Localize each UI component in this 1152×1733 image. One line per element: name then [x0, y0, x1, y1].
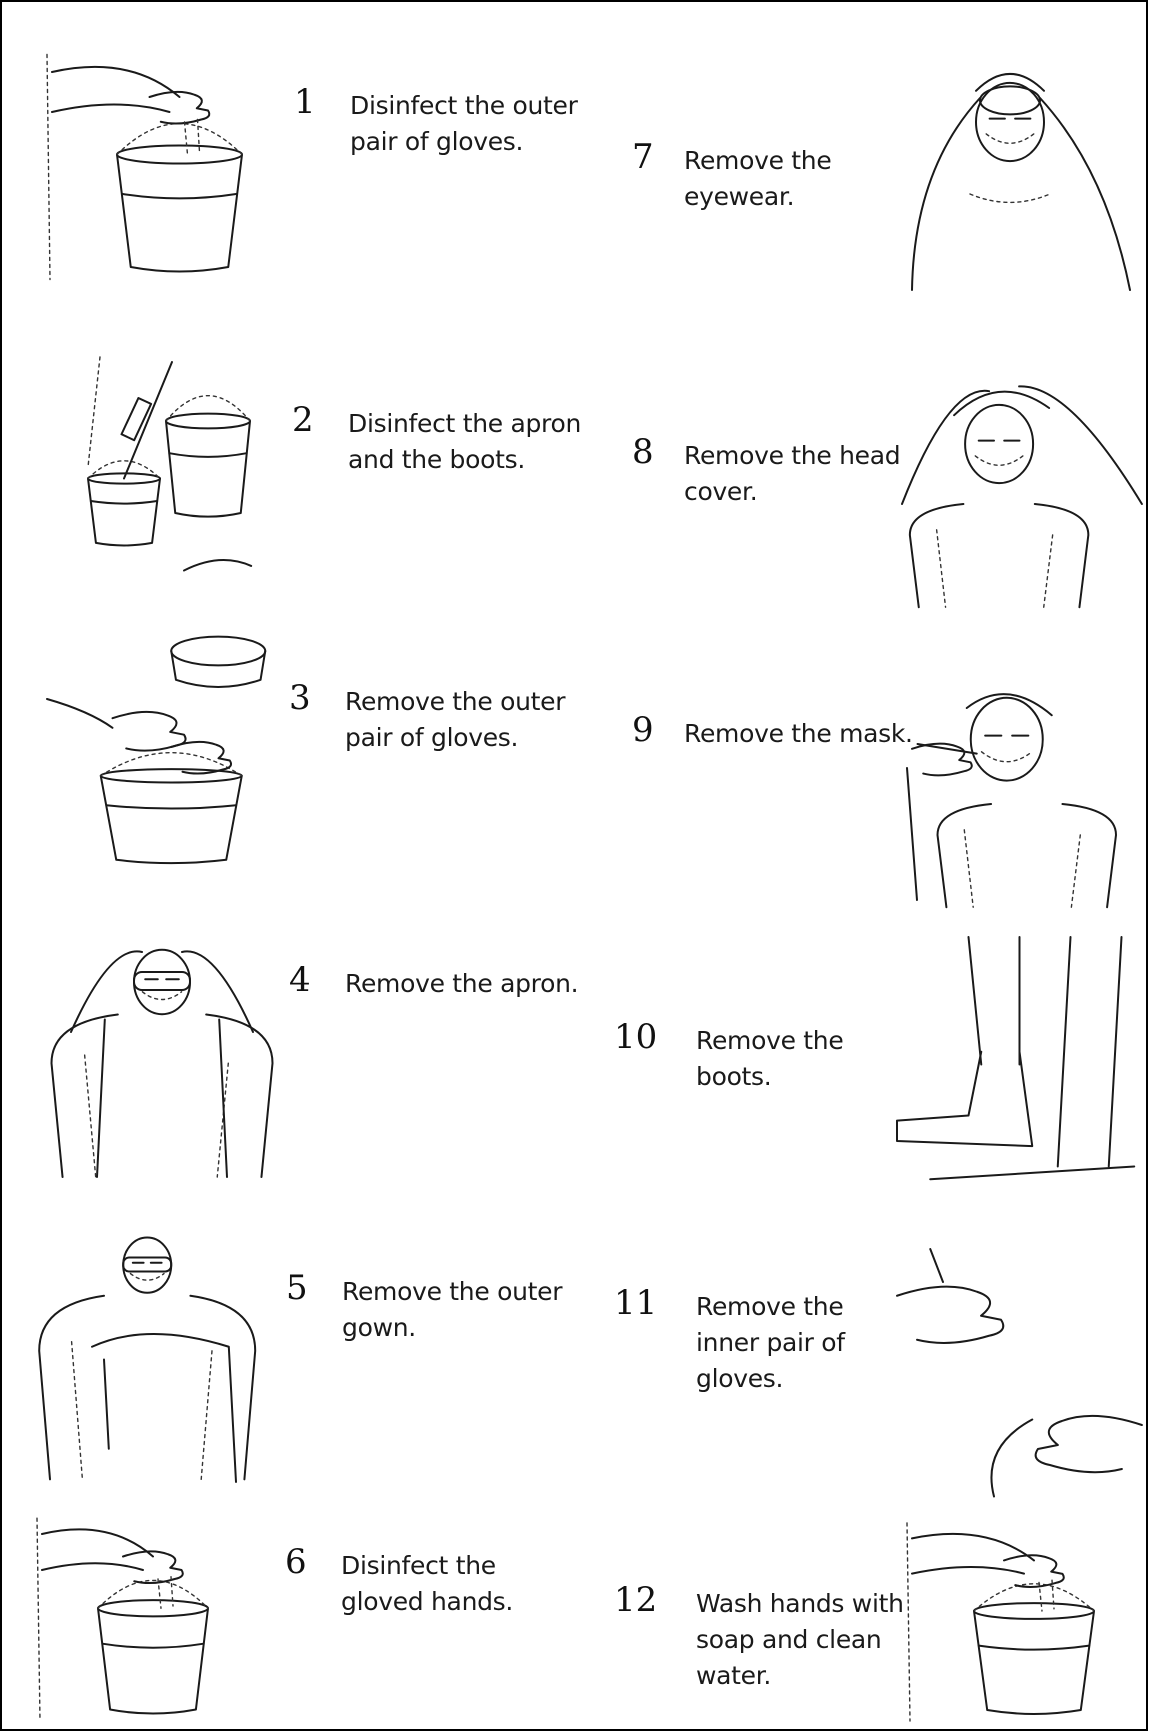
instruction-line: Remove the: [684, 143, 831, 179]
instruction-line: Remove the outer: [342, 1274, 562, 1310]
instruction-line: Disinfect the: [341, 1548, 513, 1584]
instruction-line: Wash hands with: [696, 1586, 904, 1622]
step-instruction: Remove the headcover.: [684, 438, 900, 510]
instruction-line: gown.: [342, 1310, 562, 1346]
instruction-line: pair of gloves.: [350, 124, 578, 160]
gloves-over-basin-illustration: [47, 637, 265, 864]
instruction-line: inner pair of: [696, 1325, 845, 1361]
step-instruction: Remove theinner pair ofgloves.: [696, 1289, 845, 1397]
person-removing-cap-illustration: [902, 386, 1142, 607]
instruction-line: Disinfect the outer: [350, 88, 578, 124]
step-number: 7: [632, 137, 654, 177]
person-removing-mask-illustration: [907, 694, 1116, 907]
step-number: 6: [285, 1542, 307, 1582]
instruction-line: cover.: [684, 474, 900, 510]
instruction-line: soap and clean: [696, 1622, 904, 1658]
instruction-line: water.: [696, 1658, 904, 1694]
instruction-line: Remove the outer: [345, 684, 565, 720]
step-number: 8: [632, 432, 654, 472]
step-number: 11: [614, 1283, 657, 1323]
instruction-line: and the boots.: [348, 442, 581, 478]
instruction-line: pair of gloves.: [345, 720, 565, 756]
hands-over-bucket-illustration: [907, 1523, 1094, 1721]
instruction-line: eyewear.: [684, 179, 831, 215]
step-instruction: Wash hands withsoap and cleanwater.: [696, 1586, 904, 1694]
step-number: 3: [289, 678, 311, 718]
person-removing-goggles-illustration: [912, 74, 1130, 290]
step-instruction: Disinfect thegloved hands.: [341, 1548, 513, 1620]
instruction-line: boots.: [696, 1059, 843, 1095]
step-instruction: Remove the outerpair of gloves.: [345, 684, 565, 756]
hands-removing-gloves-illustration: [897, 1249, 1142, 1497]
hands-over-bucket-illustration: [47, 55, 242, 280]
step-number: 2: [292, 400, 314, 440]
step-instruction: Remove theboots.: [696, 1023, 843, 1095]
step-number: 1: [294, 82, 316, 122]
person-removing-gown-illustration: [39, 1238, 255, 1482]
step-number: 10: [614, 1017, 657, 1057]
instruction-line: Remove the head: [684, 438, 900, 474]
step-number: 9: [632, 710, 654, 750]
step-instruction: Remove the mask.: [684, 716, 913, 752]
instruction-line: Remove the apron.: [345, 966, 578, 1002]
instruction-line: gloves.: [696, 1361, 845, 1397]
step-instruction: Remove the outergown.: [342, 1274, 562, 1346]
instruction-line: Remove the mask.: [684, 716, 913, 752]
hands-over-bucket-illustration: [37, 1518, 208, 1721]
instruction-line: gloved hands.: [341, 1584, 513, 1620]
instruction-line: Disinfect the apron: [348, 406, 581, 442]
step-instruction: Disinfect the outerpair of gloves.: [350, 88, 578, 160]
instruction-line: Remove the: [696, 1289, 845, 1325]
step-number: 4: [289, 960, 311, 1000]
step-number: 12: [614, 1580, 657, 1620]
step-instruction: Disinfect the apronand the boots.: [348, 406, 581, 478]
step-instruction: Remove theeyewear.: [684, 143, 831, 215]
step-instruction: Remove the apron.: [345, 966, 578, 1002]
legs-removing-boots-illustration: [897, 937, 1134, 1179]
step-number: 5: [286, 1268, 308, 1308]
instruction-line: Remove the: [696, 1023, 843, 1059]
person-removing-apron-illustration: [52, 950, 273, 1177]
brush-boots-bucket-illustration: [88, 357, 251, 571]
